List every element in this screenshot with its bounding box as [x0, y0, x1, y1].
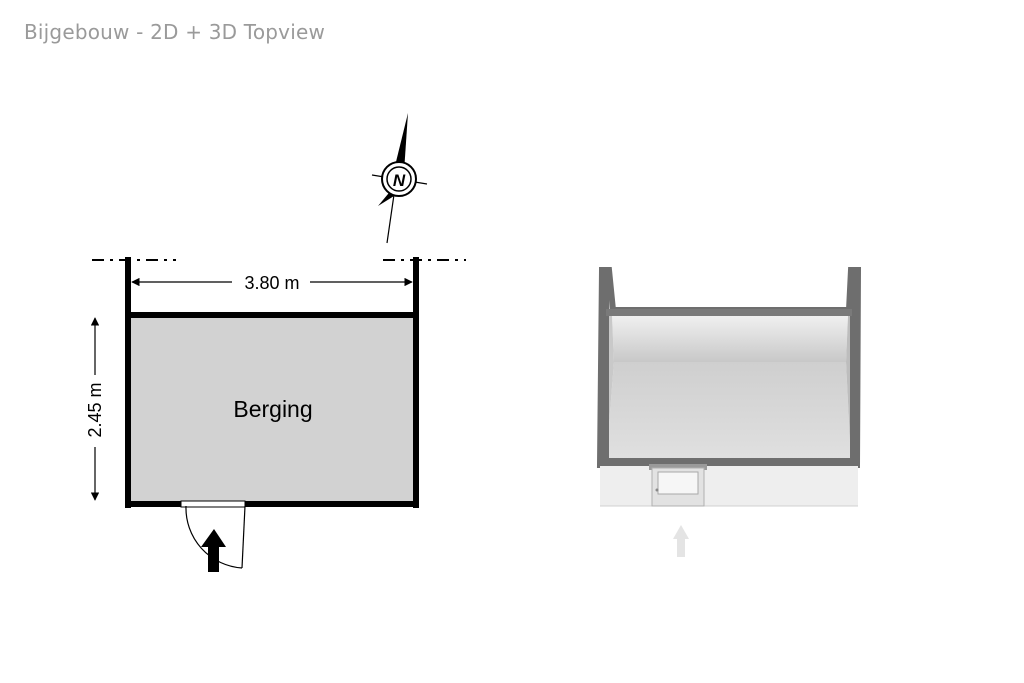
model-floor [606, 362, 851, 462]
depth-dimension: 2.45 m [85, 317, 105, 501]
width-dimension: 3.80 m [131, 273, 413, 293]
north-compass-icon: N [371, 113, 428, 244]
model-3d-topview [596, 267, 862, 557]
page-title: Bijgebouw - 2D + 3D Topview [24, 20, 326, 44]
room-floor [128, 315, 415, 503]
width-dimension-label: 3.80 m [244, 273, 299, 293]
room-walls [125, 257, 419, 508]
depth-dimension-label: 2.45 m [85, 382, 105, 437]
model-entrance-arrow-icon [673, 525, 689, 557]
model-front-wall [600, 466, 858, 506]
door [180, 500, 246, 569]
model-door [649, 464, 707, 507]
model-back-wall [612, 316, 848, 362]
entrance-arrow-icon [201, 529, 226, 572]
room-label: Berging [233, 396, 312, 422]
plan-2d: 3.80 m 2.45 m Berging [85, 257, 466, 572]
compass-north-label: N [393, 171, 406, 190]
